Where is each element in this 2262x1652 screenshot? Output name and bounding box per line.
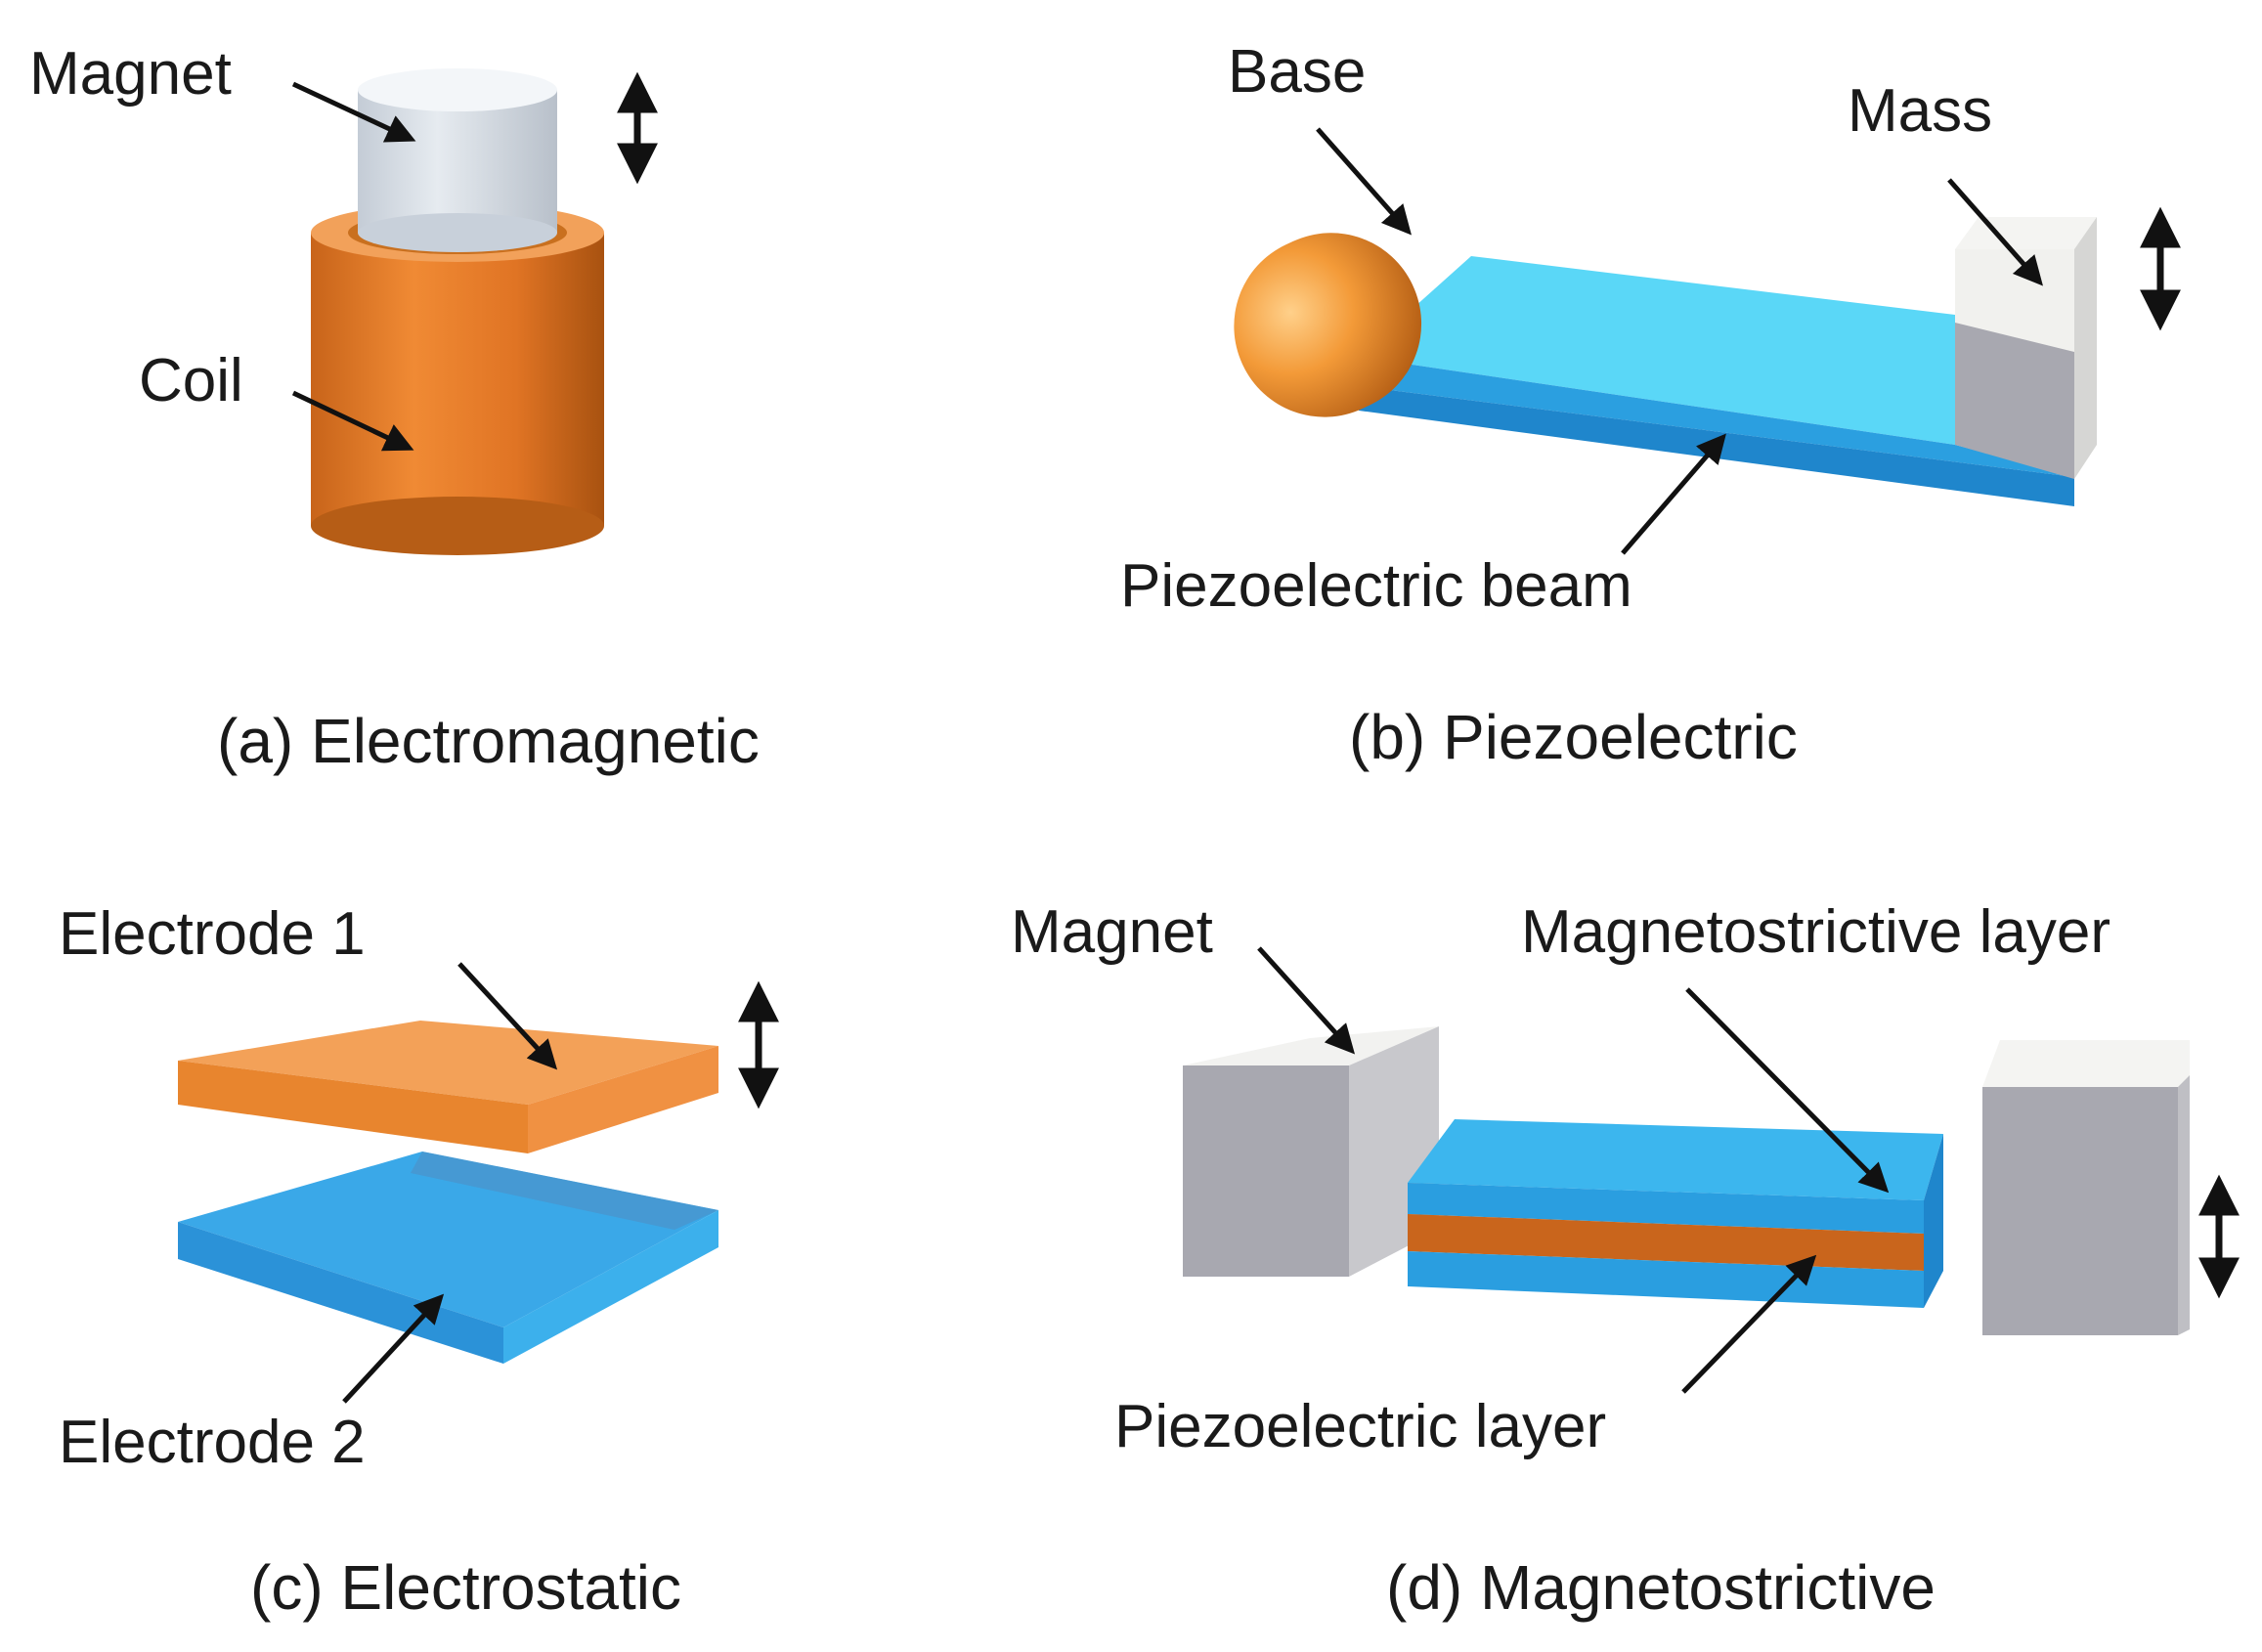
base-rod xyxy=(1234,233,1422,417)
mass-block xyxy=(1955,217,2097,479)
caption-electrostatic: (c) Electrostatic xyxy=(250,1552,681,1623)
coil-label: Coil xyxy=(139,347,243,414)
beam-leader-arrow-icon xyxy=(1621,433,1726,555)
electrode-2-label: Electrode 2 xyxy=(59,1409,366,1476)
panel-magnetostrictive: Magnet Magnetostrictive layer Piezoelect… xyxy=(1011,898,2240,1623)
coil-leader-arrow-icon xyxy=(291,390,414,452)
piezoelectric-layer-label: Piezoelectric layer xyxy=(1114,1393,1606,1460)
magnet-leader-arrow-icon xyxy=(1257,946,1356,1055)
panel-piezoelectric: Base Mass Piezoelectric beam (b) Piezoel… xyxy=(1120,38,2181,772)
base-label: Base xyxy=(1228,38,1366,106)
magnet-cylinder xyxy=(358,68,557,252)
left-magnet-block xyxy=(1183,1026,1439,1277)
coil-shape xyxy=(311,203,604,555)
right-magnet-block xyxy=(1982,1040,2190,1335)
caption-magnetostrictive: (d) Magnetostrictive xyxy=(1386,1552,1936,1623)
magnet-label: Magnet xyxy=(29,40,232,108)
electrode-1-plate xyxy=(178,1021,718,1153)
beam-label: Piezoelectric beam xyxy=(1120,552,1632,620)
mass-leader-arrow-icon xyxy=(1947,178,2043,286)
caption-piezoelectric: (b) Piezoelectric xyxy=(1349,702,1798,772)
panel-electrostatic: Electrode 1 Electrode 2 (c) Electrostati… xyxy=(59,900,779,1623)
base-leader-arrow-icon xyxy=(1316,127,1412,236)
electrode-2-leader-arrow-icon xyxy=(342,1293,445,1404)
electrode-1-leader-arrow-icon xyxy=(457,962,558,1070)
caption-electromagnetic: (a) Electromagnetic xyxy=(217,706,760,776)
magnet-leader-arrow-icon xyxy=(291,81,416,143)
panel-electromagnetic: Magnet Coil (a) Electromagnetic xyxy=(29,40,760,776)
magnet-label: Magnet xyxy=(1011,898,1213,966)
piezo-leader-arrow-icon xyxy=(1681,1254,1817,1394)
magnetostrictive-leader-arrow-icon xyxy=(1685,987,1890,1194)
layer-stack xyxy=(1408,1119,1943,1308)
electrode-1-label: Electrode 1 xyxy=(59,900,366,968)
electrode-2-plate xyxy=(178,1152,718,1364)
magnetostrictive-layer-label: Magnetostrictive layer xyxy=(1521,898,2110,966)
mass-label: Mass xyxy=(1848,77,1992,145)
